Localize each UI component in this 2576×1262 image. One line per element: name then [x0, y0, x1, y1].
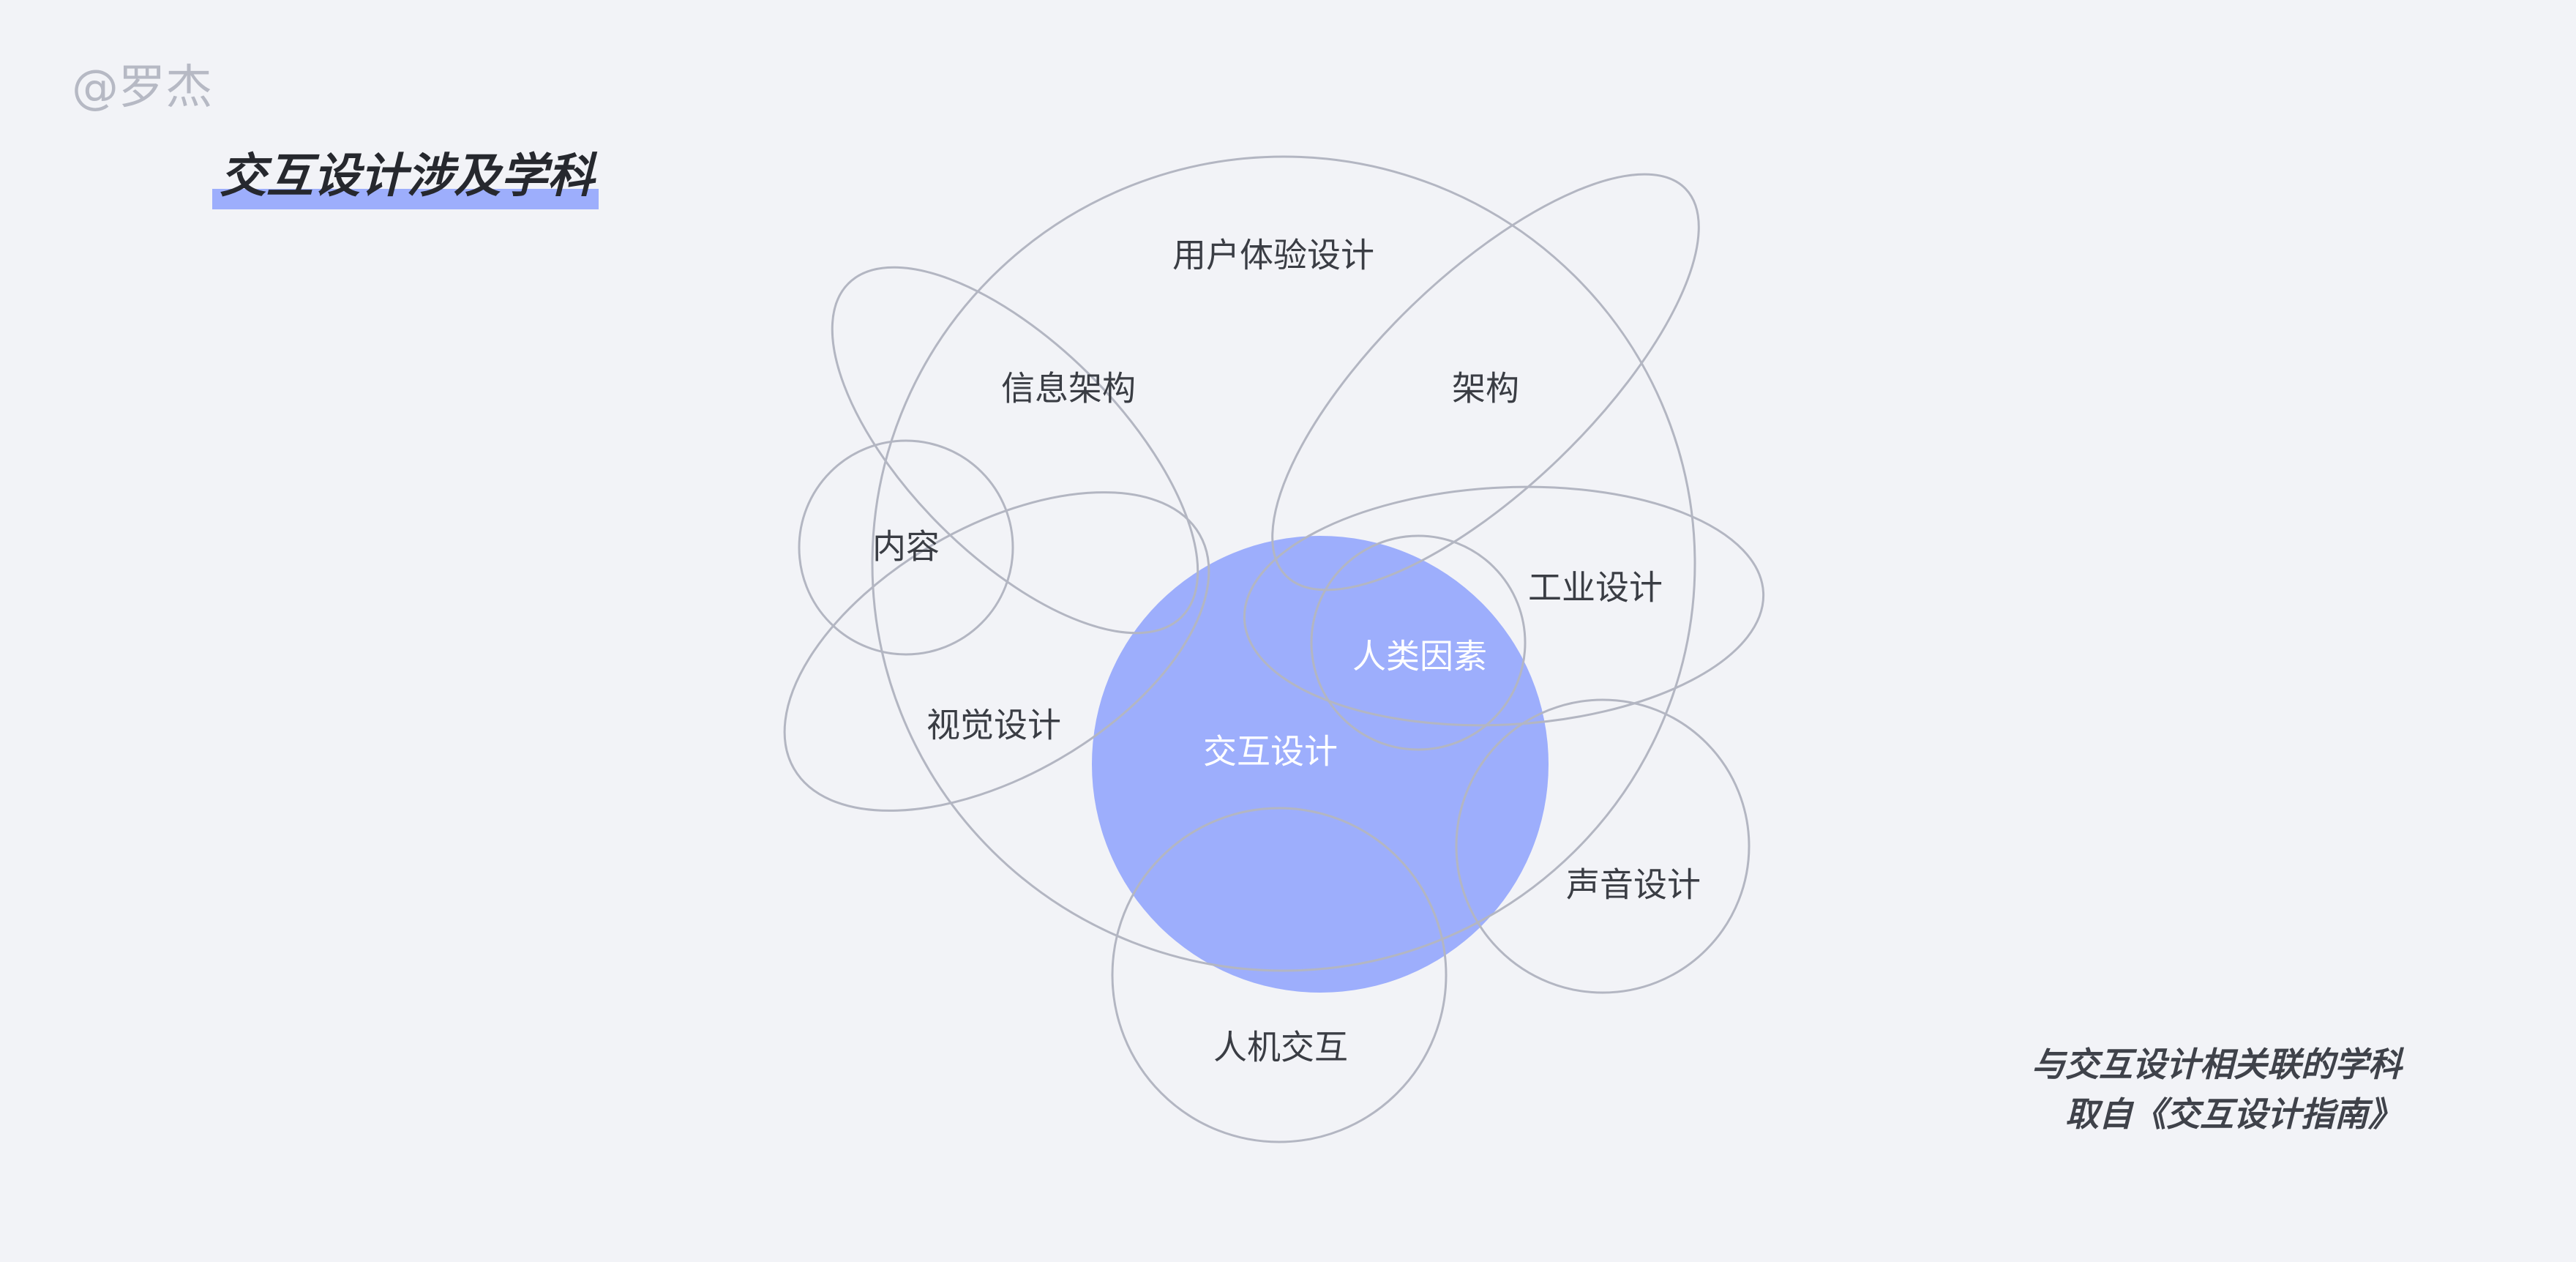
- human-factors-circle: [1310, 534, 1527, 751]
- caption-line-1: 与交互设计相关联的学科: [2032, 1045, 2402, 1084]
- arch-ellipse: [1271, 173, 1700, 591]
- ux-circle: [871, 155, 1696, 972]
- content-label: 内容: [872, 527, 940, 567]
- caption-line-2: 取自《交互设计指南》: [2065, 1094, 2402, 1134]
- industrial-label: 工业设计: [1528, 568, 1663, 608]
- sound-circle: [1455, 698, 1751, 994]
- sound-label: 声音设计: [1566, 865, 1701, 905]
- source-caption: 与交互设计相关联的学科 取自《交互设计指南》: [2032, 1039, 2402, 1139]
- ia-ellipse: [831, 266, 1199, 635]
- author-watermark: @罗杰: [72, 61, 212, 115]
- hci-label: 人机交互: [1213, 1028, 1348, 1067]
- ux-label: 用户体验设计: [1172, 236, 1374, 275]
- title-highlight-bar: [212, 189, 599, 209]
- ixd-label: 交互设计: [1203, 732, 1338, 772]
- ia-label: 信息架构: [1001, 369, 1136, 408]
- human-factors-label: 人类因素: [1352, 637, 1487, 676]
- page-title: 交互设计涉及学科: [220, 149, 594, 204]
- visual-label: 视觉设计: [926, 706, 1061, 745]
- visual-ellipse: [783, 491, 1210, 812]
- page-title-block: 交互设计涉及学科: [212, 143, 599, 209]
- content-circle: [798, 439, 1014, 656]
- hci-circle: [1111, 807, 1448, 1143]
- arch-label: 架构: [1452, 369, 1519, 408]
- ixd-circle: [1092, 536, 1549, 993]
- industrial-ellipse: [1243, 485, 1765, 727]
